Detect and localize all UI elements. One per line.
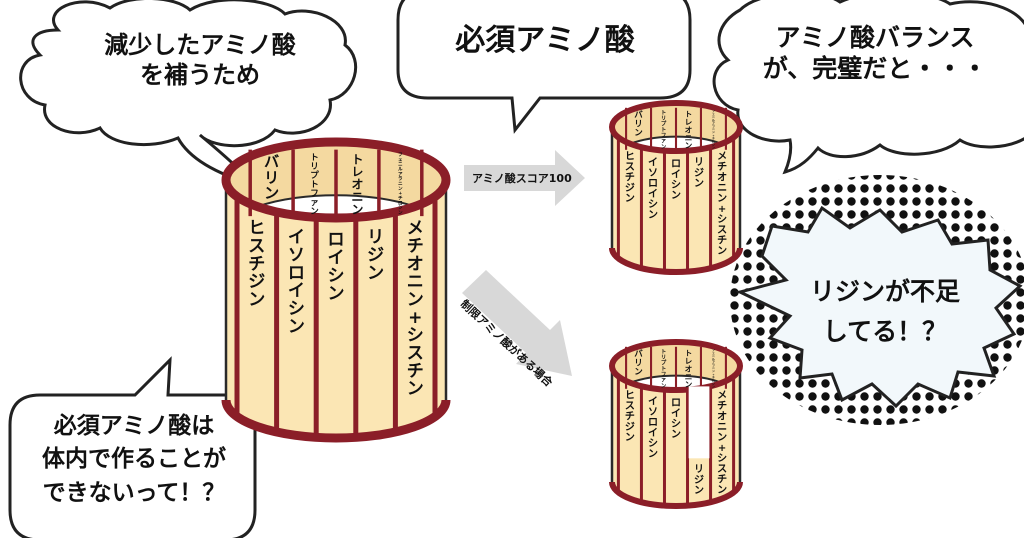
top-left-line-2: を補うため	[140, 61, 260, 89]
back-stave-label: フェニルアラニン+チロシン	[712, 347, 715, 389]
barrel-bottom-band	[609, 481, 743, 509]
top-right-line-2: が、完璧だと・・・	[762, 54, 988, 84]
bottom-left-line-3: できないって！？	[42, 479, 226, 506]
missing-stave-gap	[688, 386, 710, 459]
front-stave-label: リジン	[694, 464, 704, 497]
cloud-bubble-top-left	[19, 0, 358, 189]
barrel-bottom-band	[609, 247, 743, 275]
front-stave-label: イソロイシン	[648, 395, 658, 460]
back-stave-label: フェニルアラニン+チロシン	[398, 152, 403, 216]
barrel-top-band	[609, 100, 743, 154]
starburst-bubble	[735, 205, 1023, 409]
back-stave-label: トリプトファン	[661, 109, 667, 150]
front-stave-label: ロイシン	[671, 159, 681, 202]
barrel-top-band	[221, 137, 451, 223]
front-stave-label: ヒスチジン	[248, 219, 265, 310]
back-stave-label: トレオニン	[351, 152, 363, 216]
front-stave-label: メチオニン+シスチン	[717, 390, 727, 497]
front-stave-label: ロイシン	[671, 398, 681, 441]
barrel-top-band	[609, 339, 743, 393]
front-stave-label: リジン	[694, 156, 704, 189]
bottom-left-line-1: 必須アミノ酸は	[53, 413, 215, 439]
front-stave-label: リジン	[367, 228, 384, 284]
speech-bubble-top-center	[396, 0, 692, 134]
front-stave-label: ヒスチジン	[625, 151, 635, 205]
front-stave-label: イソロイシン	[648, 156, 658, 221]
back-stave-label: バリン	[264, 153, 279, 203]
back-stave-label: バリン	[634, 110, 643, 139]
burst-line-1: リジンが不足	[809, 277, 960, 306]
back-stave-label: トリプトファン	[310, 153, 319, 217]
arrow-upper	[464, 150, 585, 206]
top-right-line-1: アミノ酸バランス	[775, 23, 975, 52]
front-stave-label: メチオニン+シスチン	[407, 219, 424, 400]
front-stave-label: イソロイシン	[288, 228, 305, 337]
front-stave-label: ロイシン	[328, 230, 345, 304]
burst-bubble-text: リジンが不足 してる！？	[800, 272, 970, 352]
bottom-left-line-2: 体内で作ることが	[42, 446, 226, 473]
back-stave-label: バリン	[634, 349, 643, 378]
barrel-bottom-band	[221, 399, 451, 443]
top-center-bubble-text: 必須アミノ酸	[455, 23, 635, 58]
back-stave-label: フェニルアラニン+チロシン	[712, 108, 715, 150]
arrow-lower	[462, 270, 572, 376]
front-stave-label: ヒスチジン	[625, 390, 635, 444]
top-left-line-1: 減少したアミノ酸	[104, 31, 296, 59]
burst-line-2: してる！？	[822, 317, 948, 346]
arrow-upper-label: アミノ酸スコア100	[472, 172, 572, 185]
front-stave-label: メチオニン+シスチン	[717, 151, 727, 258]
back-stave-label: トレオニン	[685, 110, 693, 151]
bottom-left-bubble-text: 必須アミノ酸は 体内で作ることが できないって！？	[16, 410, 252, 510]
back-stave-label: トリプトファン	[661, 348, 667, 389]
cloud-bubble-top-right	[712, 0, 1024, 175]
top-left-bubble-text: 減少したアミノ酸 を補うため	[70, 30, 330, 90]
top-right-bubble-text: アミノ酸バランス が、完璧だと・・・	[735, 22, 1015, 85]
back-stave-label: トレオニン	[685, 349, 693, 390]
